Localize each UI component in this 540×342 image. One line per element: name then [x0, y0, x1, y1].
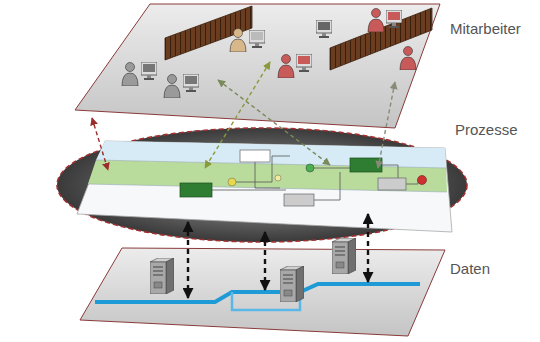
computer: [386, 10, 402, 28]
person: [278, 55, 294, 79]
server: [280, 266, 304, 302]
layer-label: Mitarbeiter: [450, 20, 521, 38]
person: [164, 75, 180, 99]
network-line: [95, 284, 420, 302]
wall: [330, 8, 432, 70]
plane: [75, 4, 440, 128]
task: [284, 194, 314, 206]
plane: [80, 248, 445, 336]
event: [418, 176, 427, 185]
person: [400, 47, 416, 71]
person: [368, 9, 384, 33]
sheet: [77, 141, 452, 232]
employees: [122, 9, 416, 99]
layer-plane: Mitarbeiter: [60, 2, 535, 132]
wall: [165, 6, 252, 60]
network: [95, 284, 420, 310]
task: [240, 150, 270, 162]
task: [378, 178, 406, 190]
server: [150, 258, 174, 294]
layer-label: Prozesse: [455, 121, 518, 139]
computer: [296, 54, 312, 72]
plane-outline: [50, 120, 535, 245]
process-sheet: [77, 141, 452, 232]
task: [350, 158, 382, 172]
layer-plane: Prozesse: [50, 120, 535, 245]
computer: [249, 30, 265, 48]
event: [275, 175, 281, 181]
person: [122, 63, 138, 87]
computer: [141, 62, 157, 80]
process-ellipse: [57, 128, 467, 242]
person: [230, 29, 246, 53]
flow-line: [212, 156, 418, 200]
event: [228, 178, 236, 186]
computer: [183, 74, 199, 92]
servers: [150, 238, 356, 302]
lane-line: [96, 160, 446, 168]
layer-label: Daten: [450, 260, 490, 278]
plane-outline: [60, 240, 535, 338]
task: [180, 183, 212, 197]
event: [306, 164, 314, 172]
computer: [316, 20, 332, 38]
dashed-arrow: [187, 222, 189, 298]
dashed-arrow: [367, 214, 369, 282]
server: [332, 238, 356, 274]
layer-plane: Daten: [60, 240, 535, 338]
